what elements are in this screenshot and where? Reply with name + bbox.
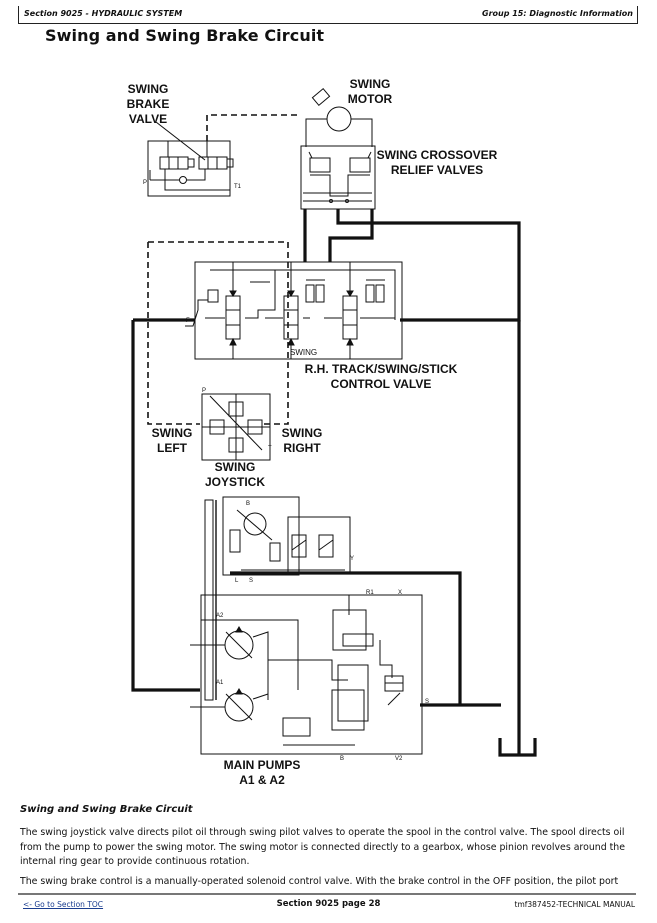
main-pumps xyxy=(190,594,423,755)
page-title: Swing and Swing Brake Circuit xyxy=(45,26,325,45)
label-swing-joystick-2: JOYSTICK xyxy=(205,475,265,489)
control-valve xyxy=(185,261,403,360)
header-section: Section 9025 - HYDRAULIC SYSTEM xyxy=(24,9,183,18)
label-control-valve-1: R.H. TRACK/SWING/STICK xyxy=(305,362,458,376)
label-main-pumps-1: MAIN PUMPS xyxy=(224,758,301,772)
port-r1: R1 xyxy=(366,590,374,596)
label-control-valve-2: CONTROL VALVE xyxy=(331,377,432,391)
port-y: Y xyxy=(350,556,354,562)
label-swing-crossover-1: SWING CROSSOVER xyxy=(377,148,498,162)
label-swing-left-1: SWING xyxy=(152,426,193,440)
swing-joystick-valve xyxy=(201,393,271,461)
page-header: Section 9025 - HYDRAULIC SYSTEM Group 15… xyxy=(18,6,638,24)
swing-brake-valve xyxy=(147,121,234,197)
port-b: B xyxy=(246,501,250,507)
label-swing-right-2: RIGHT xyxy=(283,441,321,455)
go-to-section-toc-link[interactable]: <- Go to Section TOC xyxy=(23,900,104,909)
label-swing-left-2: LEFT xyxy=(157,441,188,455)
swing-crossover-relief-valves xyxy=(300,145,376,210)
footer-manual-id: tmf387452-TECHNICAL MANUAL xyxy=(514,900,636,909)
footer-page-number: Section 9025 page 28 xyxy=(276,899,381,909)
port-v2: V2 xyxy=(395,756,403,762)
port-a2: A2 xyxy=(216,613,224,619)
label-swing-motor-1: SWING xyxy=(350,77,391,91)
pilot-lines xyxy=(147,241,289,425)
port-a1: A1 xyxy=(216,680,224,686)
header-group: Group 15: Diagnostic Information xyxy=(482,9,633,18)
label-swing-right-1: SWING xyxy=(282,426,323,440)
label-main-pumps-2: A1 & A2 xyxy=(239,773,285,787)
figure-caption: Swing and Swing Brake Circuit xyxy=(20,804,193,815)
work-lines xyxy=(131,209,537,757)
port-joy-p: P xyxy=(202,388,206,394)
label-swing-brake-valve-2: BRAKE xyxy=(127,97,170,111)
port-s-main: S xyxy=(425,699,429,705)
port-f: F xyxy=(186,318,190,324)
footer-divider xyxy=(18,893,636,895)
label-swing-spool: SWING xyxy=(290,348,317,357)
port-s-pilot: S xyxy=(249,578,253,584)
port-p: P xyxy=(143,180,147,186)
label-swing-brake-valve-3: VALVE xyxy=(129,112,167,126)
port-t1: T1 xyxy=(234,184,242,190)
port-x: X xyxy=(398,590,402,596)
label-swing-motor-2: MOTOR xyxy=(348,92,393,106)
label-swing-brake-valve-1: SWING xyxy=(128,82,169,96)
pilot-pump-section xyxy=(204,496,351,701)
label-swing-crossover-2: RELIEF VALVES xyxy=(391,163,483,177)
body-paragraph-1: The swing joystick valve directs pilot o… xyxy=(20,827,626,867)
port-b2: B xyxy=(340,756,344,762)
body-paragraph-2: The swing brake control is a manually-op… xyxy=(20,876,619,887)
port-l: L xyxy=(235,578,239,584)
hydraulic-schematic: SWING BRAKE VALVE SWING MOTOR SWING CROS… xyxy=(127,77,537,787)
label-swing-joystick-1: SWING xyxy=(215,460,256,474)
swing-motor xyxy=(305,87,373,147)
port-joy-t: T xyxy=(268,446,272,452)
